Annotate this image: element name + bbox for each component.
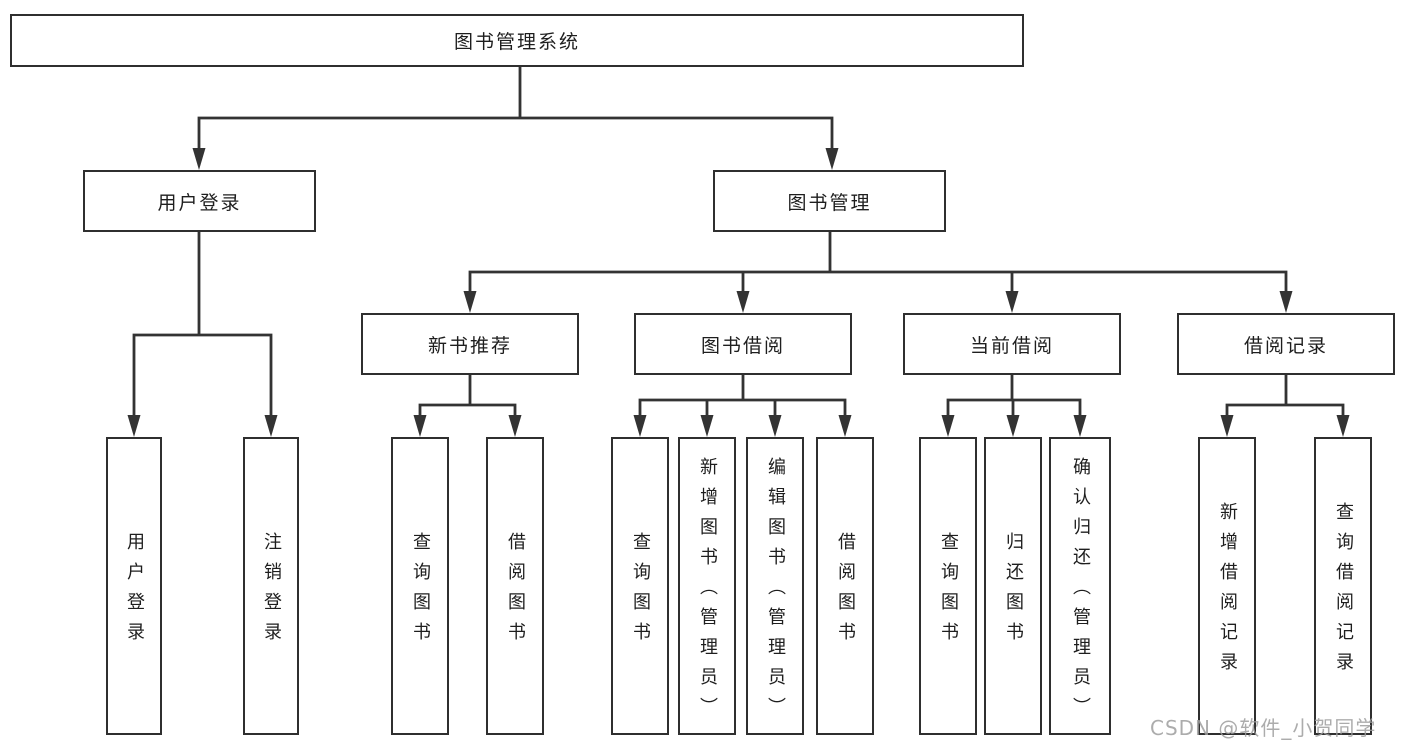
leaf-label: 注销登录 <box>261 532 282 652</box>
leaf-label: 查询图书 <box>410 532 431 652</box>
node-book-management: 图书管理 <box>713 170 946 232</box>
leaf-label: 查询图书 <box>938 532 959 652</box>
node-borrowing-records: 借阅记录 <box>1177 313 1395 375</box>
leaf-edit-book-admin: 编辑图书（管理员） <box>746 437 804 735</box>
leaf-label: 新增借阅记录 <box>1217 502 1238 682</box>
leaf-label: 借阅图书 <box>505 532 526 652</box>
node-new-book-recommend: 新书推荐 <box>361 313 579 375</box>
node-book-borrowing: 图书借阅 <box>634 313 852 375</box>
leaf-query-books-recommend: 查询图书 <box>391 437 449 735</box>
csdn-watermark: CSDN @软件_小贺同学 <box>1150 716 1377 740</box>
leaf-borrow-books-borrowing: 借阅图书 <box>816 437 874 735</box>
leaf-label: 确认归还（管理员） <box>1070 457 1091 727</box>
leaf-label: 归还图书 <box>1003 532 1024 652</box>
leaf-label: 查询借阅记录 <box>1333 502 1354 682</box>
leaf-return-book: 归还图书 <box>984 437 1042 735</box>
leaf-confirm-return-admin: 确认归还（管理员） <box>1049 437 1111 735</box>
leaf-user-login: 用户登录 <box>106 437 162 735</box>
leaf-query-books-current: 查询图书 <box>919 437 977 735</box>
leaf-borrow-books-recommend: 借阅图书 <box>486 437 544 735</box>
leaf-label: 借阅图书 <box>835 532 856 652</box>
leaf-query-books-borrowing: 查询图书 <box>611 437 669 735</box>
leaf-logout: 注销登录 <box>243 437 299 735</box>
leaf-query-borrow-record: 查询借阅记录 <box>1314 437 1372 735</box>
leaf-label: 查询图书 <box>630 532 651 652</box>
node-current-borrowing: 当前借阅 <box>903 313 1121 375</box>
leaf-add-book-admin: 新增图书（管理员） <box>678 437 736 735</box>
leaf-label: 编辑图书（管理员） <box>765 457 786 727</box>
leaf-add-borrow-record: 新增借阅记录 <box>1198 437 1256 735</box>
leaf-label: 新增图书（管理员） <box>697 457 718 727</box>
node-user-login: 用户登录 <box>83 170 316 232</box>
node-root: 图书管理系统 <box>10 14 1024 67</box>
leaf-label: 用户登录 <box>124 532 145 652</box>
